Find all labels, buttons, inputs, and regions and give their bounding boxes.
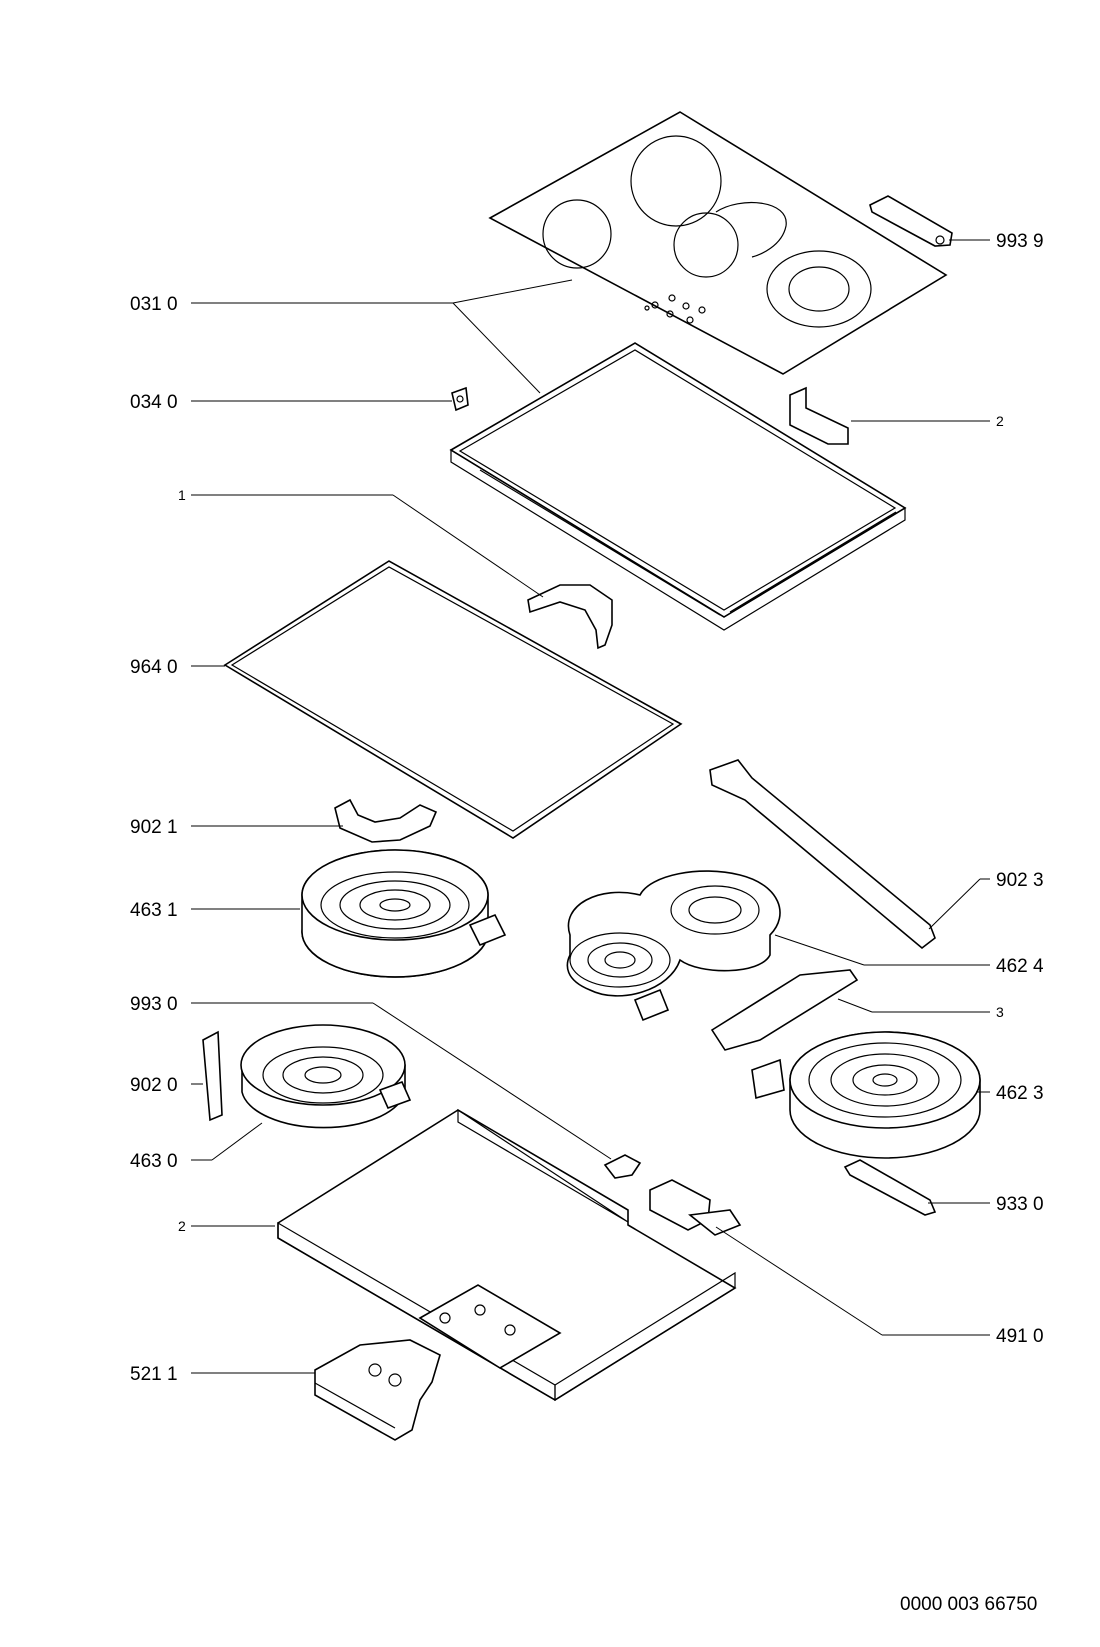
gasket-seal bbox=[223, 560, 683, 839]
label-2-left: 2 bbox=[178, 1218, 186, 1234]
bracket-902-1-part bbox=[334, 798, 438, 843]
bracket-902-0-part bbox=[202, 1030, 223, 1122]
dual-radiant-heater-462-4 bbox=[566, 870, 781, 1022]
label-1: 1 bbox=[178, 487, 186, 503]
glass-cooktop-top bbox=[488, 111, 948, 375]
label-993-9: 993 9 bbox=[996, 231, 1044, 252]
base-tray bbox=[277, 1108, 737, 1402]
limiter-933-0 bbox=[843, 1159, 937, 1216]
side-bracket-part bbox=[789, 386, 849, 445]
long-bracket-902-3 bbox=[709, 759, 936, 950]
label-463-0: 463 0 bbox=[130, 1151, 178, 1172]
bracket-3-part bbox=[710, 969, 859, 1051]
radiant-heater-463-1 bbox=[301, 849, 507, 978]
handle-bracket-part bbox=[869, 195, 953, 247]
label-462-3: 462 3 bbox=[996, 1083, 1044, 1104]
label-933-0: 933 0 bbox=[996, 1194, 1044, 1215]
label-902-3: 902 3 bbox=[996, 870, 1044, 891]
control-module-521-1 bbox=[314, 1339, 441, 1441]
label-034-0: 034 0 bbox=[130, 392, 178, 413]
label-463-1: 463 1 bbox=[130, 900, 178, 921]
leader-lines bbox=[191, 239, 990, 1374]
label-521-1: 521 1 bbox=[130, 1364, 178, 1385]
label-3: 3 bbox=[996, 1004, 1004, 1020]
label-031-0: 031 0 bbox=[130, 294, 178, 315]
label-902-1: 902 1 bbox=[130, 817, 178, 838]
label-2-right: 2 bbox=[996, 413, 1004, 429]
support-bracket-part bbox=[527, 584, 613, 650]
cooktop-frame bbox=[449, 342, 907, 631]
label-462-4: 462 4 bbox=[996, 956, 1044, 977]
clip-993-0-part bbox=[603, 1154, 642, 1179]
label-902-0: 902 0 bbox=[130, 1075, 178, 1096]
label-964-0: 964 0 bbox=[130, 657, 178, 678]
label-491-0: 491 0 bbox=[996, 1326, 1044, 1347]
document-reference-number: 0000 003 66750 bbox=[900, 1594, 1037, 1615]
label-993-0: 993 0 bbox=[130, 994, 178, 1015]
clip-part bbox=[451, 386, 469, 412]
radiant-heater-462-3 bbox=[751, 1031, 981, 1159]
terminal-block-491-0 bbox=[649, 1179, 742, 1236]
radiant-heater-463-0 bbox=[240, 1024, 412, 1129]
part-labels: 031 0 034 0 1 964 0 902 1 463 1 993 0 90… bbox=[130, 231, 1044, 1615]
